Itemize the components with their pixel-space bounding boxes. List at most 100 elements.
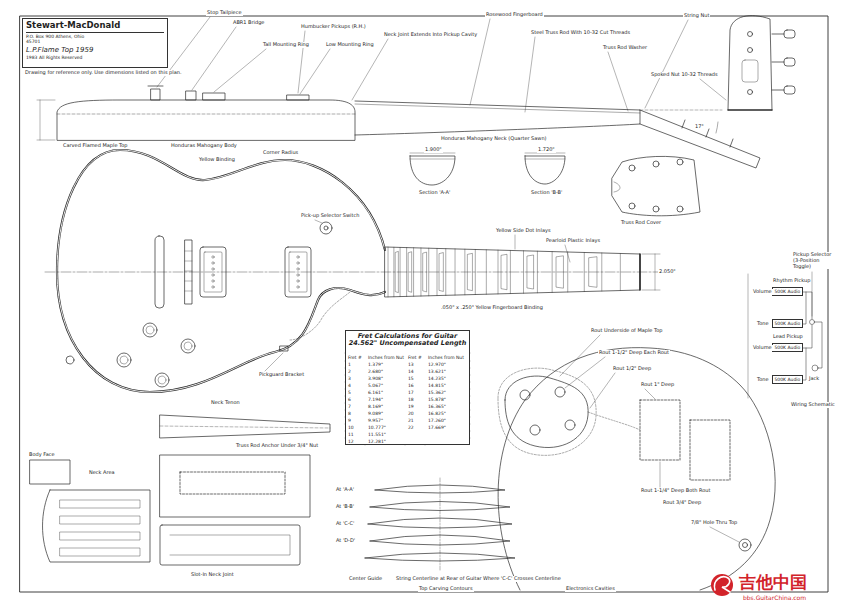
fret-line [455, 249, 456, 295]
callout-label: Truss Rod Cover [620, 220, 662, 226]
fret-inlay [439, 253, 443, 292]
callout-label: At 'A-A' [335, 487, 355, 493]
callout-label: Neck Area [88, 470, 116, 476]
table-cell: 13 [407, 362, 415, 367]
fret-line [400, 247, 401, 296]
callout-label: Yellow Binding [198, 157, 236, 163]
table-cell: 1.379" [367, 362, 384, 367]
callout-label: Electronics Cavities [565, 586, 616, 592]
node-text: 500K Audio [775, 321, 801, 326]
fret-line [601, 253, 602, 291]
table-cell: 21 [407, 418, 415, 423]
fret-inlay [527, 255, 533, 289]
callout-label: Carved Flamed Maple Top [62, 143, 129, 149]
fret-line [428, 248, 429, 296]
callout-label: Tall Mounting Ring [262, 42, 310, 48]
fret-line [523, 251, 524, 293]
callout-label: Steel Truss Rod With 10-32 Cut Threads [530, 30, 631, 36]
fret-line [464, 249, 465, 295]
table-cell: 9 [347, 418, 352, 423]
callout-label: Pearloid Plastic Inlays [545, 238, 601, 244]
table-cell: 11 [347, 432, 355, 437]
fret-line [406, 248, 407, 297]
table-cell: 6 [347, 397, 352, 402]
pot-box: 500K Audio [772, 375, 803, 384]
table-cell: 17.260" [427, 418, 447, 423]
callout-label: Volume [752, 289, 773, 295]
callout-label: Honduras Mahogany Body [170, 143, 238, 149]
callout-label: Yellow Side Dot Inlays [495, 228, 552, 234]
node-text: 1983 All Rights Reserved [26, 55, 164, 60]
table-cell: 14.235" [427, 376, 447, 381]
callout-label: Honduras Mahogany Neck (Quarter Sawn) [440, 136, 548, 142]
node-text: P.O. Box 900 Athens, Ohio 45701 [26, 34, 88, 44]
pot-box: 500K Audio [772, 287, 803, 296]
callout-label: Corner Radius [262, 150, 299, 156]
fret-inlay [423, 252, 427, 292]
node-text: 500K Audio [775, 377, 801, 382]
table-cell: 17.669" [427, 425, 447, 430]
callout-label: String Centerline at Rear of Guitar [395, 576, 483, 582]
table-cell: 13.621" [427, 369, 447, 374]
node-text: Stewart-MacDonald [26, 21, 164, 33]
fret-line [388, 247, 389, 297]
callout-label: Body Face [28, 452, 56, 458]
fret-inlay [468, 253, 473, 290]
node-text: 500K Audio [775, 289, 801, 294]
callout-label: Rout 1/2" Deep [612, 366, 652, 372]
callout-label: At 'C-C' [335, 521, 355, 527]
callout-label: Slot-In Neck Joint [190, 572, 235, 578]
fret-line [445, 249, 446, 296]
table-cell: 22 [407, 425, 415, 430]
callout-label: Tone [756, 321, 770, 327]
table-cell: 7 [347, 404, 352, 409]
fret-line [475, 249, 476, 294]
callout-label: Rout Underside of Maple Top [590, 328, 663, 334]
callout-label: 17° [694, 124, 705, 130]
callout-label: At 'D-D' [335, 538, 356, 544]
watermark: bbs.GuitarChina.com [742, 595, 807, 602]
table-cell: 10.777" [367, 425, 387, 430]
callout-label: Low Mounting Ring [325, 42, 375, 48]
watermark: 吉他中国 [738, 573, 808, 593]
table-cell: 19 [407, 404, 415, 409]
table-cell: 16.365" [427, 404, 447, 409]
callout-label: Top Carving Contours [418, 586, 474, 592]
table-cell: 16.825" [427, 411, 447, 416]
callout-label: Center Guide [348, 576, 383, 582]
table-cell: 15.878" [427, 397, 447, 402]
fret-line [552, 252, 553, 293]
table-cell: 4 [347, 383, 352, 388]
table-cell: 15.362" [427, 390, 447, 395]
callout-label: Volume [752, 345, 773, 351]
table-cell: 5.067" [367, 383, 384, 388]
table-cell: 9.089" [367, 411, 384, 416]
callout-label: Neck Tenon [210, 400, 241, 406]
fret-inlay [409, 252, 412, 293]
fret-line [584, 252, 585, 291]
table-cell: 7.194" [367, 397, 384, 402]
table-header: Fret # [407, 355, 423, 360]
table-cell: 17 [407, 390, 415, 395]
fret-line [437, 248, 438, 295]
table-cell: 16 [407, 383, 415, 388]
table-cell: 2.680" [367, 369, 384, 374]
fret-line [537, 251, 538, 293]
table-cell: 9.957" [367, 418, 384, 423]
fret-line [393, 247, 394, 297]
callout-label: 7/8" Hole Thru Top [690, 520, 738, 526]
table-header: Fret # [347, 355, 363, 360]
callout-label: 2.050" [658, 269, 677, 275]
table-cell: 20 [407, 411, 415, 416]
callout-label: Truss Rod Anchor Under 3/4" Nut [235, 443, 319, 449]
node-text: L.P.Flame Top 1959 [26, 46, 164, 54]
fret-inlay [396, 251, 399, 292]
fret-table: Fret Calculations for Guitar24.562" Unco… [345, 330, 470, 445]
callout-label: Rout 1" Deep [640, 382, 675, 388]
callout-label: Neck Joint Extends Into Pickup Cavity [383, 32, 478, 38]
callout-label: Pickguard Bracket [258, 372, 305, 378]
table-cell: 12 [347, 439, 355, 444]
fret-line [486, 250, 487, 294]
callout-label: String Nut [683, 13, 710, 19]
